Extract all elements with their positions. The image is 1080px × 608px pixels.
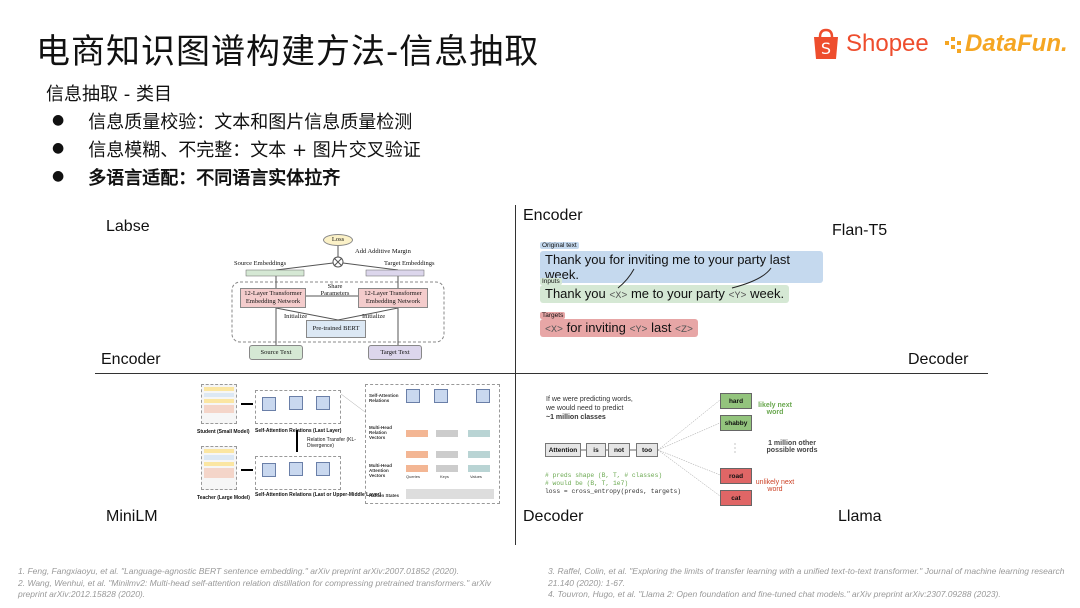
bert-box: Pre-trained BERT	[306, 320, 366, 338]
candidate-likely: shabby	[720, 415, 752, 431]
original-text: Thank you for inviting me to your party …	[540, 251, 823, 283]
targets-text: <X> for inviting <Y> last <Z>	[540, 319, 699, 337]
right-transformer-box: 12-Layer Transformer Embedding Network	[358, 288, 428, 308]
token-box: is	[586, 443, 606, 457]
bullet-item: ●多语言适配：不同语言实体拉齐	[52, 168, 341, 189]
upper-layer-label: Self-Attention Relations (Last or Upper-…	[255, 492, 382, 498]
prediction-lines	[581, 399, 736, 497]
relation-transfer-label: Relation Transfer (KL-Divergence)	[307, 437, 356, 449]
candidate-unlikely: cat	[720, 490, 752, 506]
last-layer-label: Self-Attention Relations (Last Layer)	[255, 428, 342, 434]
shopee-bag-icon: S	[814, 28, 838, 59]
target-embeddings-label: Target Embeddings	[384, 260, 435, 267]
labse-diagram: Loss Add Additive Margin Source Embeddin…	[220, 230, 450, 365]
other-words-label: 1 million other possible words	[766, 440, 818, 454]
shopee-logo: S Shopee	[812, 28, 929, 60]
code-snippet: # preds shape (B, T, # classes) # would …	[545, 472, 682, 495]
minilm-label: MiniLM	[106, 508, 158, 525]
candidate-likely: hard	[720, 393, 752, 409]
inputs-tag: Inputs	[540, 278, 562, 285]
left-transformer-box: 12-Layer Transformer Embedding Network	[240, 288, 306, 308]
datafun-dots-icon	[945, 37, 961, 53]
token-box: too	[636, 443, 658, 457]
token-box: not	[608, 443, 630, 457]
inputs-text: Thank you <X> me to your party <Y> week.	[540, 285, 790, 303]
source-embeddings-label: Source Embeddings	[234, 260, 287, 267]
bullet-item: ●信息质量校验：文本和图片信息质量检测	[52, 112, 413, 133]
quadrant-divider-horizontal	[95, 373, 988, 374]
loss-node: Loss	[323, 234, 353, 246]
relation-detail-panel: Self-Attention Relations Multi-Head Rela…	[365, 384, 500, 504]
minilm-diagram: Student (Small Model) Teacher (Large Mod…	[197, 382, 502, 505]
initialize-left-label: Initialize	[284, 313, 308, 320]
teacher-label: Teacher (Large Model)	[197, 495, 250, 501]
last-layer-relations	[255, 390, 341, 424]
references-right: 3. Raffel, Colin, et al. "Exploring the …	[548, 566, 1065, 599]
quadrant-divider-vertical	[515, 205, 516, 545]
original-text-tag: Original text	[540, 242, 579, 249]
labse-connectors	[231, 246, 445, 345]
labse-label: Labse	[106, 218, 150, 235]
references-left: 1. Feng, Fangxiaoyu, et al. "Language-ag…	[18, 566, 491, 599]
candidate-unlikely: road	[720, 468, 752, 484]
datafun-logo: DataFun.	[945, 30, 1068, 58]
slide-title: 电商知识图谱构建方法-信息抽取	[36, 32, 540, 72]
flant5-decoder-label: Decoder	[908, 351, 969, 368]
llama-diagram: If we were predicting words, we would ne…	[532, 388, 832, 510]
likely-label: likely next word	[758, 402, 792, 416]
student-model	[201, 384, 237, 424]
teacher-layer-relations	[255, 456, 341, 490]
llama-label: Llama	[838, 508, 882, 525]
span-arrows	[617, 267, 772, 289]
llama-decoder-label: Decoder	[523, 508, 584, 525]
source-text-box: Source Text	[249, 345, 303, 360]
margin-label: Add Additive Margin	[355, 248, 411, 255]
share-parameters-label: Share Parameters	[320, 283, 350, 297]
llama-intro: If we were predicting words, we would ne…	[546, 396, 633, 421]
labse-encoder-label: Encoder	[101, 351, 161, 368]
student-label: Student (Small Model)	[197, 429, 250, 435]
section-subtitle: 信息抽取 - 类目	[46, 84, 172, 105]
token-box: Attention	[545, 443, 581, 457]
unlikely-label: unlikely next word	[755, 479, 795, 493]
flant5-encoder-label: Encoder	[523, 207, 583, 224]
bullet-item: ●信息模糊、不完整：文本 + 图片交叉验证	[52, 140, 421, 161]
svg-text:S: S	[821, 39, 831, 58]
flant5-label: Flan-T5	[832, 222, 888, 239]
flant5-diagram: Original text Thank you for inviting me …	[538, 240, 823, 340]
initialize-right-label: Initialize	[362, 313, 386, 320]
targets-tag: Targets	[540, 312, 566, 319]
target-text-box: Target Text	[368, 345, 422, 360]
minilm-arrows	[241, 393, 366, 471]
teacher-model	[201, 446, 237, 490]
